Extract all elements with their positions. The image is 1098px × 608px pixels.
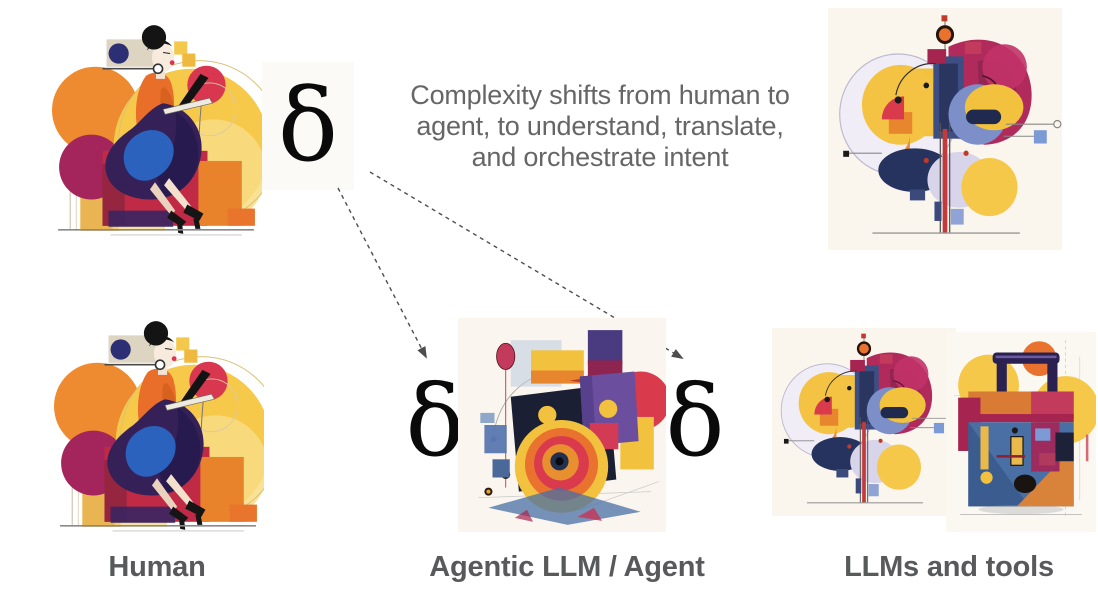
caption-line-1: Complexity shifts from human to [410, 80, 790, 110]
caption-line-2: agent, to understand, translate, [416, 111, 784, 141]
column-label-human: Human [108, 551, 206, 583]
delta-glyph: δ [405, 365, 465, 479]
human-illustration-top [50, 12, 262, 240]
delta-symbol-agent-right: δ [660, 357, 730, 487]
agent-machine-illustration [458, 318, 666, 532]
column-label-tools: LLMs and tools [844, 551, 1054, 583]
delta-symbol-top: δ [262, 62, 354, 190]
caption-line-3: and orchestrate intent [471, 142, 729, 172]
column-label-agent: Agentic LLM / Agent [429, 551, 705, 583]
delta-glyph: δ [277, 67, 339, 184]
human-illustration-bottom [52, 308, 264, 536]
delta-symbol-agent-left: δ [400, 357, 470, 487]
llm-brain-illustration-bottom [772, 328, 956, 516]
llm-brain-illustration-top [828, 8, 1062, 250]
tools-illustration [946, 332, 1096, 532]
caption: Complexity shifts from human to agent, t… [378, 80, 822, 173]
arrow-to-agent [337, 187, 427, 359]
delta-glyph: δ [665, 365, 725, 479]
